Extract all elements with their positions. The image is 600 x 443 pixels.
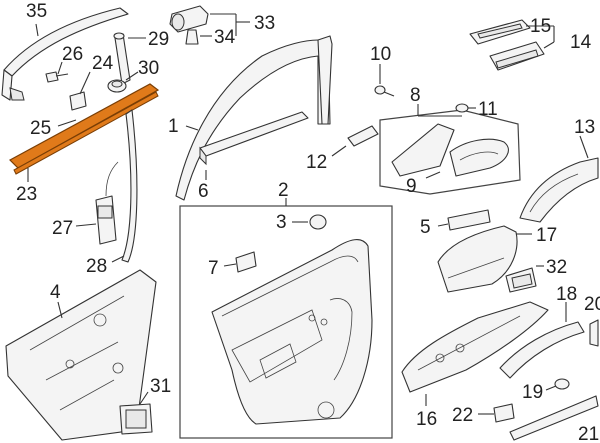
part-11-screw[interactable] bbox=[455, 103, 476, 113]
callout-12: 12 bbox=[306, 152, 327, 173]
part-2-door-panel[interactable] bbox=[211, 239, 373, 425]
part-31-switch[interactable] bbox=[119, 391, 153, 435]
part-1-frame-moulding[interactable] bbox=[175, 35, 333, 201]
callout-3: 3 bbox=[276, 212, 287, 233]
part-13-armrest[interactable] bbox=[519, 135, 599, 223]
callout-27: 27 bbox=[52, 218, 73, 239]
callout-21: 21 bbox=[578, 424, 599, 443]
part-3-clip[interactable] bbox=[292, 214, 327, 230]
part-10-screw[interactable] bbox=[374, 64, 395, 97]
callout-9: 9 bbox=[406, 176, 417, 197]
part-20-trim[interactable] bbox=[589, 319, 599, 347]
part-27-regulator-motor[interactable] bbox=[75, 161, 119, 245]
callout-2: 2 bbox=[278, 180, 289, 201]
callout-16: 16 bbox=[416, 409, 437, 430]
part-24-bracket[interactable] bbox=[69, 71, 91, 111]
callout-32: 32 bbox=[546, 257, 567, 278]
part-28-channel[interactable] bbox=[111, 109, 138, 263]
part-15-bezel[interactable] bbox=[469, 19, 555, 45]
callout-13: 13 bbox=[574, 117, 595, 138]
callout-31: 31 bbox=[150, 376, 171, 397]
callout-19: 19 bbox=[522, 382, 543, 403]
part-30-grommet[interactable] bbox=[107, 71, 139, 93]
callout-11: 11 bbox=[478, 99, 498, 120]
part-22-clip[interactable] bbox=[478, 403, 515, 423]
callout-23: 23 bbox=[16, 184, 37, 205]
callout-25: 25 bbox=[30, 118, 51, 139]
callout-18: 18 bbox=[556, 284, 577, 305]
callout-4: 4 bbox=[50, 282, 61, 303]
part-34-clip[interactable] bbox=[185, 29, 212, 45]
part-8-handle[interactable] bbox=[391, 123, 509, 177]
part-23-rail-highlighted[interactable] bbox=[9, 83, 160, 182]
part-21-sill-strip[interactable] bbox=[509, 395, 599, 441]
callout-6: 6 bbox=[198, 181, 209, 202]
part-33-cover[interactable] bbox=[169, 5, 250, 36]
part-29-tube[interactable] bbox=[113, 32, 146, 85]
callout-29: 29 bbox=[148, 29, 169, 50]
callout-30: 30 bbox=[138, 58, 159, 79]
part-7-retainer[interactable] bbox=[223, 251, 257, 273]
callout-1: 1 bbox=[168, 116, 179, 137]
callout-22: 22 bbox=[452, 405, 473, 426]
part-17-pocket[interactable] bbox=[437, 225, 532, 293]
callout-14: 14 bbox=[570, 32, 592, 53]
part-16-panel-lower[interactable] bbox=[401, 301, 549, 406]
callout-35: 35 bbox=[26, 1, 47, 22]
callout-28: 28 bbox=[86, 256, 107, 277]
callout-7: 7 bbox=[208, 258, 219, 279]
part-26-bolt[interactable] bbox=[45, 61, 69, 83]
part-35-trim-strip[interactable] bbox=[1, 7, 129, 101]
callout-20: 20 bbox=[584, 294, 600, 315]
part-32-insert[interactable] bbox=[505, 265, 544, 293]
callout-5: 5 bbox=[420, 217, 431, 238]
part-25-leader bbox=[57, 119, 77, 127]
callout-10: 10 bbox=[370, 44, 391, 65]
part-12-cap[interactable] bbox=[331, 125, 379, 157]
callout-24: 24 bbox=[92, 53, 114, 74]
callout-17: 17 bbox=[536, 225, 557, 246]
callout-8: 8 bbox=[410, 85, 421, 106]
part-6-window-trim[interactable] bbox=[199, 111, 309, 180]
part-2-door-panel-frame bbox=[179, 198, 393, 439]
part-19-screw[interactable] bbox=[545, 378, 570, 391]
part-14-switch-unit[interactable] bbox=[489, 41, 555, 71]
callout-34: 34 bbox=[214, 27, 236, 48]
part-5-clip[interactable] bbox=[437, 209, 491, 231]
callout-26: 26 bbox=[62, 44, 83, 65]
callout-33: 33 bbox=[254, 13, 275, 34]
part-18-pull-handle[interactable] bbox=[499, 302, 585, 379]
part-9-leader bbox=[425, 171, 441, 179]
callout-15: 15 bbox=[530, 16, 551, 37]
